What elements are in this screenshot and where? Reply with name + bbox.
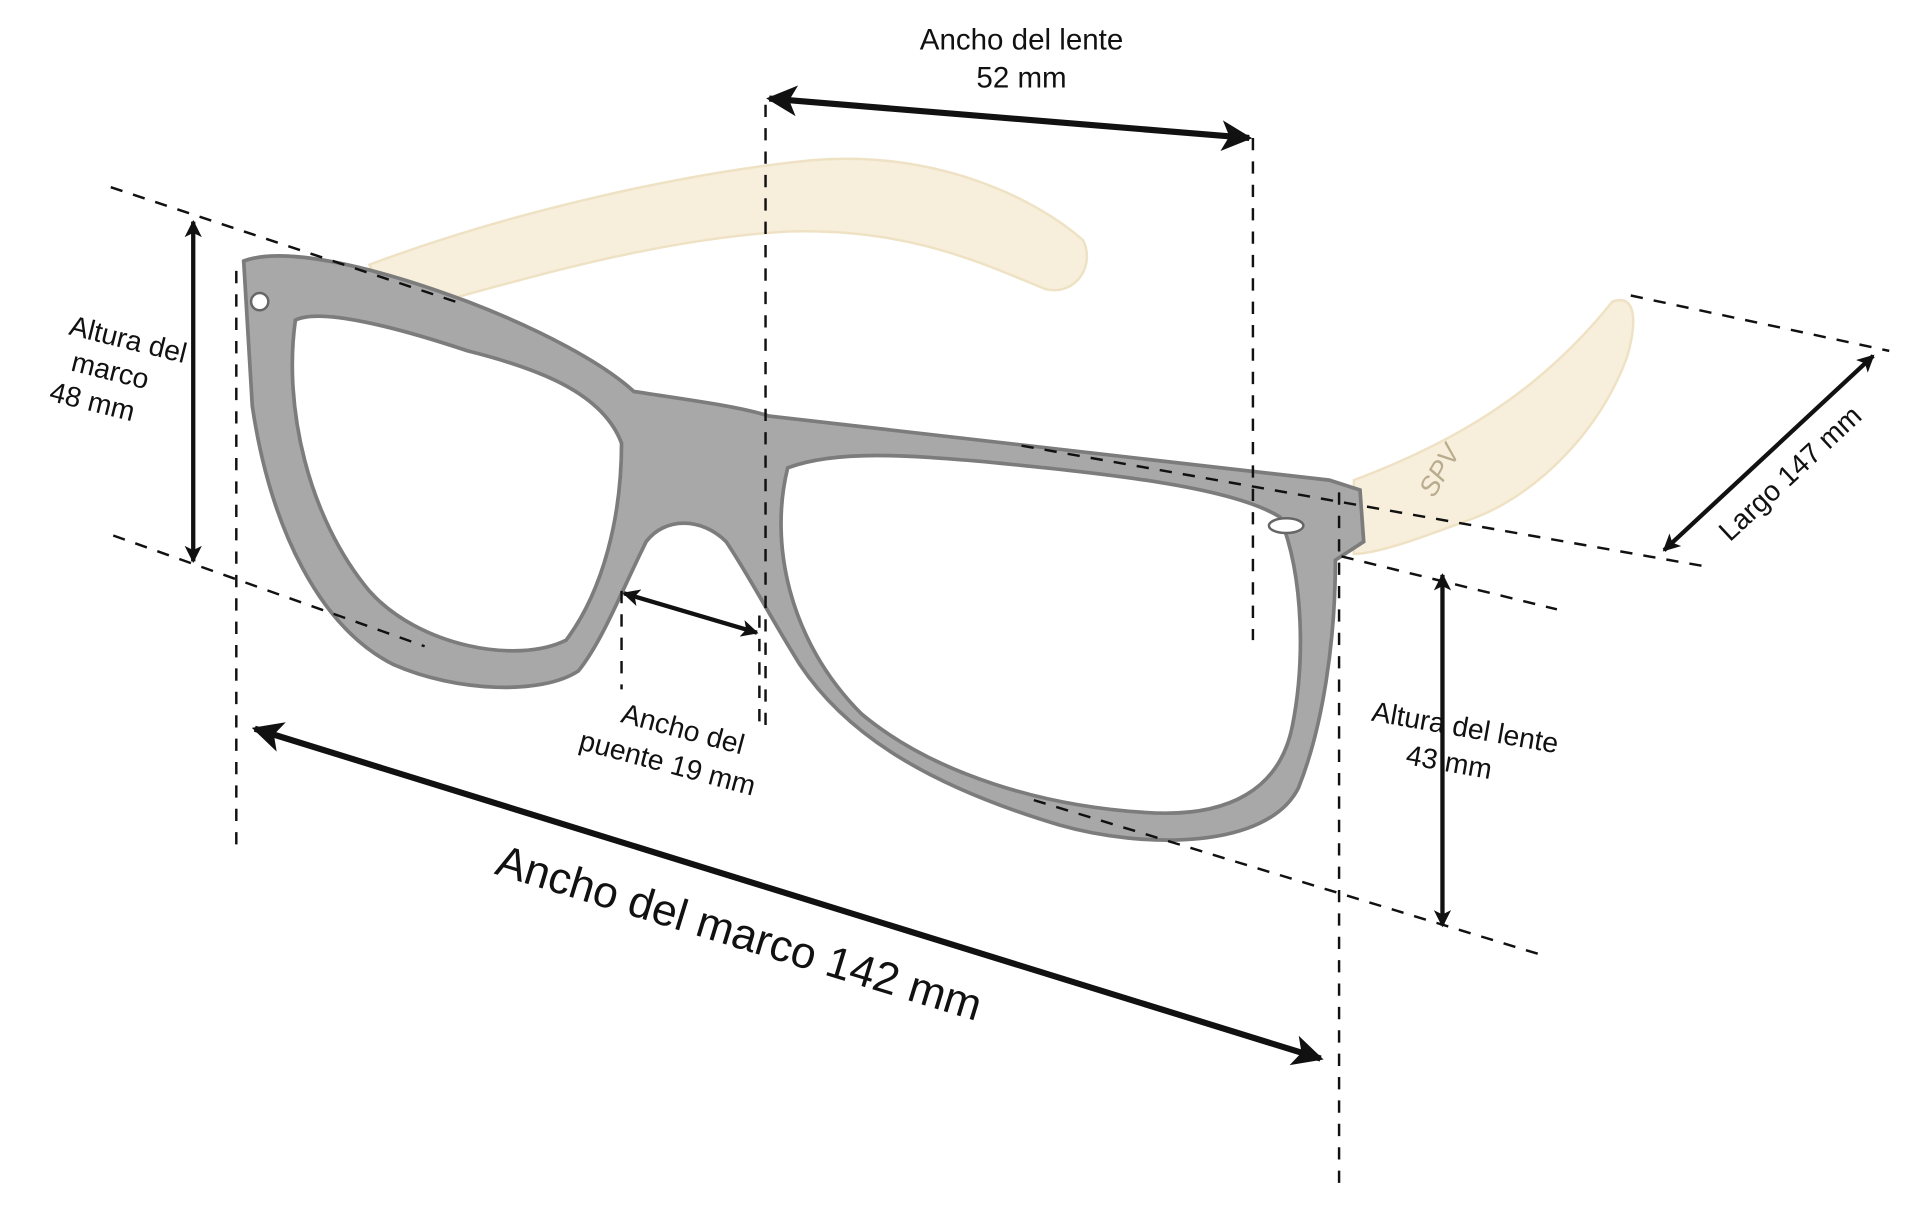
temple-length-arrow — [1662, 354, 1875, 552]
frame-width-arrow — [251, 722, 1324, 1066]
lens-width-value: 52 mm — [976, 62, 1066, 95]
temple-length-label: Largo 147 mm — [1712, 399, 1867, 547]
back-temple — [367, 157, 1089, 316]
lens-width-label: Ancho del lente — [920, 23, 1123, 56]
hinge-hole-left — [249, 291, 270, 312]
bridge-width-arrow — [622, 589, 759, 637]
lens-width-arrow — [766, 85, 1253, 152]
front-temple — [1352, 298, 1635, 556]
hinge-hole-right — [1267, 517, 1305, 535]
glasses-frame — [241, 254, 1366, 842]
